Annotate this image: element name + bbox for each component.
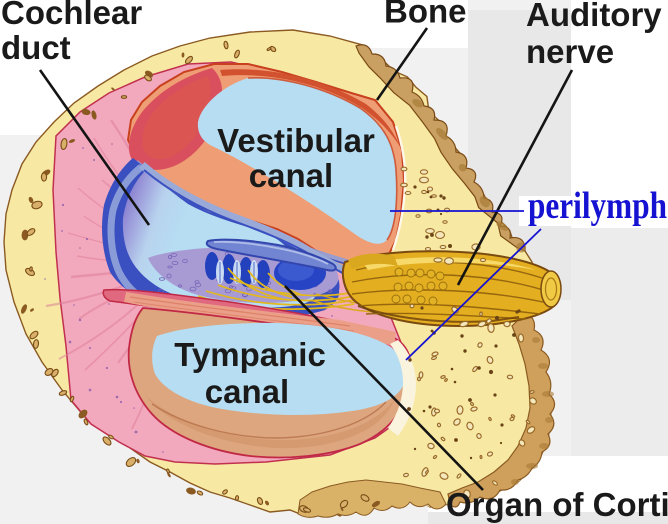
svg-text:Organ of Corti: Organ of Corti	[446, 486, 668, 523]
svg-text:perilymph: perilymph	[528, 185, 667, 227]
svg-text:canal: canal	[205, 373, 289, 410]
svg-text:canal: canal	[249, 157, 333, 194]
svg-text:Auditory: Auditory	[526, 0, 662, 33]
svg-text:Cochlear: Cochlear	[1, 0, 142, 31]
svg-text:Bone: Bone	[384, 0, 467, 30]
svg-text:Tympanic: Tympanic	[174, 336, 326, 373]
svg-text:Vestibular: Vestibular	[217, 122, 375, 159]
svg-text:duct: duct	[1, 29, 71, 66]
svg-text:nerve: nerve	[526, 33, 614, 70]
